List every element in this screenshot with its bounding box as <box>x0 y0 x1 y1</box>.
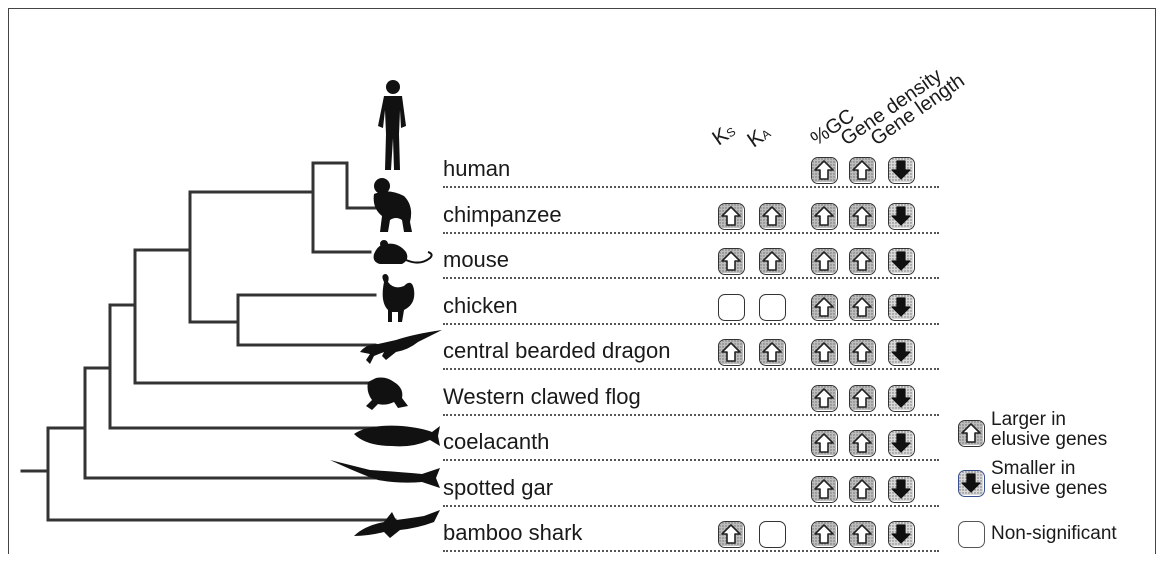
length-cell-down <box>888 385 915 412</box>
ks-cell-up <box>718 248 745 275</box>
row-divider <box>443 550 939 552</box>
length-cell-down <box>888 294 915 321</box>
legend-nonsignificant: Non-significant <box>991 524 1117 544</box>
length-cell-down <box>888 521 915 548</box>
gc-cell-up <box>811 339 838 366</box>
legend-smaller-line1: Smaller in <box>991 459 1107 479</box>
row-divider <box>443 414 939 416</box>
legend-larger: Larger in elusive genes <box>991 410 1107 450</box>
frog-icon <box>364 376 410 412</box>
ks-cell-ns <box>718 294 745 321</box>
ka-cell-up <box>759 248 786 275</box>
gc-cell-up <box>811 430 838 457</box>
density-cell-up <box>849 248 876 275</box>
species-label: chicken <box>443 293 518 319</box>
row-divider <box>443 459 939 461</box>
species-label: human <box>443 156 510 182</box>
coelacanth-icon <box>352 422 442 452</box>
gc-cell-up <box>811 476 838 503</box>
ka-cell-ns <box>759 294 786 321</box>
length-cell-down <box>888 248 915 275</box>
row-divider <box>443 277 939 279</box>
ka-cell-up <box>759 203 786 230</box>
species-label: mouse <box>443 247 509 273</box>
human-icon <box>368 78 416 174</box>
density-cell-up <box>849 430 876 457</box>
legend-smaller-line2: elusive genes <box>991 479 1107 499</box>
lizard-icon <box>356 326 444 366</box>
length-cell-down <box>888 430 915 457</box>
gc-cell-up <box>811 248 838 275</box>
mouse-icon <box>372 238 434 272</box>
ks-cell-up <box>718 339 745 366</box>
gc-cell-up <box>811 157 838 184</box>
row-divider <box>443 368 939 370</box>
legend-larger-line1: Larger in <box>991 410 1107 430</box>
row-divider <box>443 186 939 188</box>
legend-ns-swatch <box>958 521 985 548</box>
length-cell-down <box>888 476 915 503</box>
row-divider <box>443 505 939 507</box>
ks-cell-up <box>718 521 745 548</box>
density-cell-up <box>849 157 876 184</box>
row-divider <box>443 323 939 325</box>
gc-cell-up <box>811 203 838 230</box>
species-label: Western clawed flog <box>443 384 641 410</box>
ks-cell-up <box>718 203 745 230</box>
ka-cell-ns <box>759 521 786 548</box>
row-divider <box>443 232 939 234</box>
length-cell-down <box>888 339 915 366</box>
species-label: coelacanth <box>443 429 549 455</box>
species-label: chimpanzee <box>443 202 562 228</box>
density-cell-up <box>849 521 876 548</box>
species-label: bamboo shark <box>443 520 582 546</box>
gar-icon <box>330 460 442 494</box>
species-label: spotted gar <box>443 475 553 501</box>
density-cell-up <box>849 339 876 366</box>
gc-cell-up <box>811 385 838 412</box>
density-cell-up <box>849 476 876 503</box>
length-cell-down <box>888 157 915 184</box>
chicken-icon <box>374 272 418 324</box>
legend-up-swatch <box>958 420 985 447</box>
density-cell-up <box>849 294 876 321</box>
ka-cell-up <box>759 339 786 366</box>
legend-down-swatch <box>958 470 985 497</box>
species-label: central bearded dragon <box>443 338 671 364</box>
legend-smaller: Smaller in elusive genes <box>991 459 1107 499</box>
density-cell-up <box>849 203 876 230</box>
shark-icon <box>354 508 442 544</box>
gc-cell-up <box>811 521 838 548</box>
length-cell-down <box>888 203 915 230</box>
legend-larger-line2: elusive genes <box>991 430 1107 450</box>
gc-cell-up <box>811 294 838 321</box>
chimpanzee-icon <box>368 176 426 234</box>
density-cell-up <box>849 385 876 412</box>
